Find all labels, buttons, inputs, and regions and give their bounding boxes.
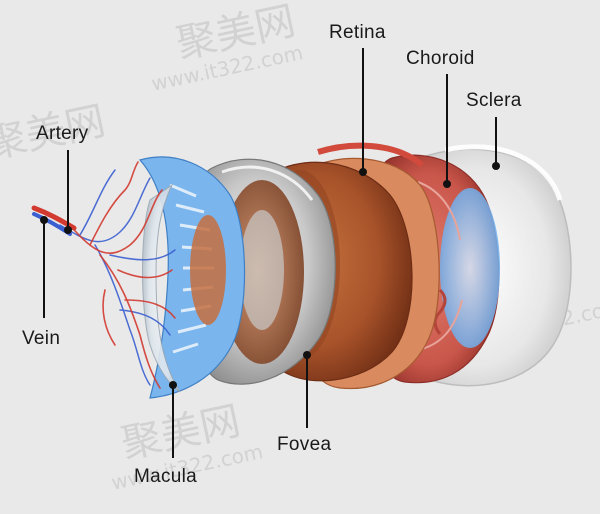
- label-retina: Retina: [329, 22, 386, 43]
- leader-lines: [40, 48, 500, 458]
- iris-layer: [138, 156, 246, 399]
- blood-vessels: [31, 161, 176, 389]
- label-vein: Vein: [22, 328, 61, 349]
- cornea-layer: [142, 183, 181, 393]
- label-choroid: Choroid: [406, 48, 475, 69]
- label-macula: Macula: [134, 466, 198, 487]
- label-fovea: Fovea: [277, 434, 332, 455]
- label-sclera: Sclera: [466, 90, 522, 111]
- label-artery: Artery: [36, 123, 89, 144]
